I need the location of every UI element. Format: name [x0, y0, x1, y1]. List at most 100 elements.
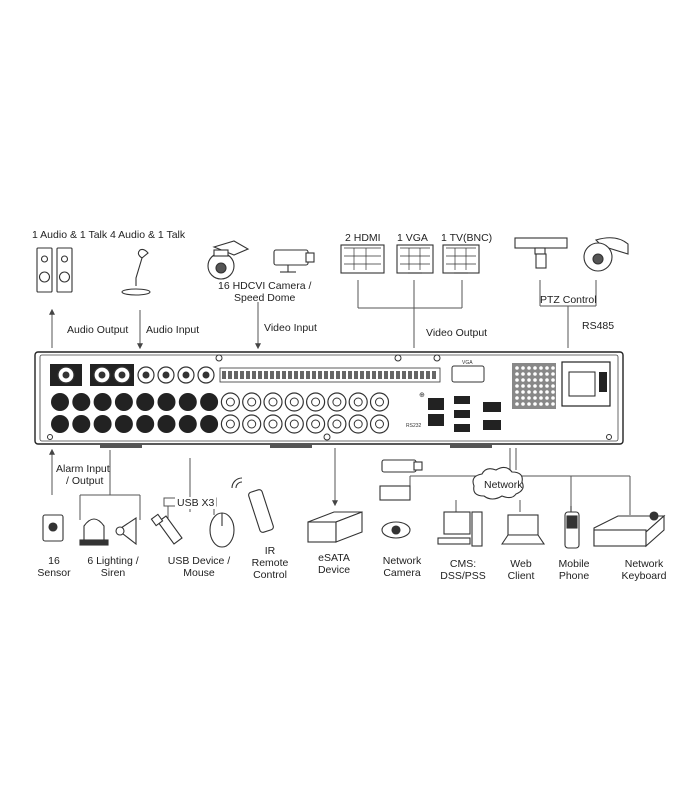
ir-remote-icon — [231, 477, 274, 533]
terminal-pin — [372, 371, 376, 379]
ptz-camera-icon — [514, 237, 568, 269]
rs485-label: RS485 — [582, 320, 615, 332]
terminal-pin — [390, 371, 394, 379]
mobile-phone-icon — [564, 506, 580, 549]
speed-dome-camera-icon — [207, 240, 250, 280]
video-input-label: Video Input — [264, 322, 317, 334]
bnc-connector — [157, 393, 176, 411]
terminal-pin — [246, 371, 250, 379]
bnc-connector — [200, 415, 219, 433]
terminal-pin — [432, 371, 436, 379]
laptop-icon — [500, 514, 546, 545]
terminal-pin — [228, 371, 232, 379]
tv-monitor-icon — [442, 244, 480, 274]
terminal-pin — [402, 371, 406, 379]
terminal-pin — [270, 371, 274, 379]
terminal-pin — [240, 371, 244, 379]
terminal-pin — [378, 371, 382, 379]
terminal-pin — [342, 371, 346, 379]
ptz-dome-icon — [583, 237, 629, 272]
speaker-icon — [36, 247, 73, 293]
terminal-pin — [306, 371, 310, 379]
usb-stick-icon — [150, 513, 183, 545]
terminal-pin — [282, 371, 286, 379]
bnc-connector — [136, 415, 155, 433]
hdmi-label: 2 HDMI — [345, 232, 381, 244]
terminal-pin — [360, 371, 364, 379]
video-output-label: Video Output — [426, 327, 488, 339]
bnc-connector — [72, 393, 91, 411]
rs232-label: RS232 — [406, 423, 422, 429]
bnc-connector — [72, 415, 91, 433]
terminal-pin — [330, 371, 334, 379]
terminal-pin — [384, 371, 388, 379]
bnc-connector — [200, 393, 219, 411]
terminal-pin — [426, 371, 430, 379]
microphone-icon — [121, 248, 151, 296]
mouse-icon — [209, 512, 235, 548]
vga-label: 1 VGA — [397, 232, 428, 244]
audio-talk-1-label: 1 Audio & 1 Talk — [32, 229, 108, 241]
terminal-pin — [354, 371, 358, 379]
ptz-control-label: PTZ Control — [540, 294, 597, 306]
network-cloud-icon — [472, 466, 524, 500]
hdmi-monitor-icon — [340, 244, 385, 274]
terminal-pin — [312, 371, 316, 379]
device-caption-usb: USB Device /Mouse — [167, 555, 231, 579]
device-caption-cms: CMS:DSS/PSS — [440, 558, 486, 582]
tv-label: 1 TV(BNC) — [441, 232, 493, 244]
usb-x3-label: USB X3 — [175, 497, 217, 509]
bnc-connector — [93, 393, 112, 411]
siren-horn-icon — [115, 516, 137, 546]
bnc-connector — [157, 415, 176, 433]
bnc-connector — [93, 415, 112, 433]
terminal-pin — [348, 371, 352, 379]
sensor-icon — [42, 514, 64, 542]
device-caption-lighting: 6 Lighting /Siren — [87, 555, 139, 579]
vga-monitor-icon — [396, 244, 434, 274]
esata-device-icon — [307, 511, 363, 543]
dvr-back-panel: RS232 VGA ⊕ — [34, 351, 624, 448]
audio-output-label: Audio Output — [67, 324, 129, 336]
bnc-connector — [51, 415, 69, 433]
terminal-pin — [366, 371, 370, 379]
network-camera-icon — [379, 459, 423, 539]
terminal-pin — [294, 371, 298, 379]
terminal-pin — [252, 371, 256, 379]
audio-talk-4-label: 4 Audio & 1 Talk — [110, 229, 186, 241]
camera-label-line2: Speed Dome — [234, 292, 296, 304]
terminal-pin — [396, 371, 400, 379]
alarm-label-line2: / Output — [66, 475, 104, 487]
bnc-connector — [114, 393, 133, 411]
terminal-pin — [324, 371, 328, 379]
bnc-connector — [114, 415, 133, 433]
vga-port-label: VGA — [462, 360, 473, 366]
camera-label-line1: 16 HDCVI Camera / — [218, 280, 312, 292]
terminal-pin — [408, 371, 412, 379]
audio-input-label: Audio Input — [146, 324, 200, 336]
network-label: Network — [484, 479, 523, 491]
terminal-pin — [300, 371, 304, 379]
terminal-pin — [288, 371, 292, 379]
network-keyboard-icon — [593, 511, 666, 548]
ethernet-mark: ⊕ — [419, 392, 425, 399]
terminal-pin — [264, 371, 268, 379]
terminal-pin — [414, 371, 418, 379]
terminal-pin — [336, 371, 340, 379]
bnc-connector — [136, 393, 155, 411]
terminal-pin — [318, 371, 322, 379]
alarm-label-line1: Alarm Input — [56, 463, 110, 475]
pc-workstation-icon — [437, 511, 483, 547]
terminal-pin — [222, 371, 226, 379]
bnc-connector — [178, 393, 197, 411]
terminal-pin — [276, 371, 280, 379]
bullet-camera-icon — [273, 249, 315, 273]
bnc-connector — [178, 415, 197, 433]
